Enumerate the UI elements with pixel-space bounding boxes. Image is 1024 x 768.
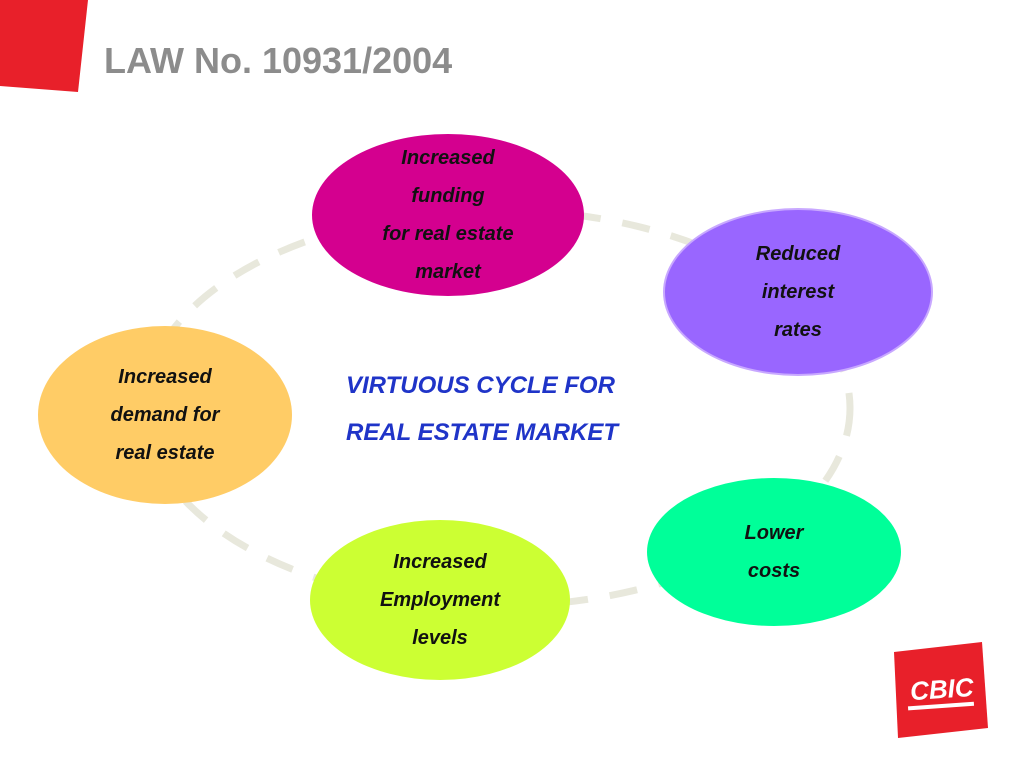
- node-increased-funding-label: Increased funding for real estate market: [382, 147, 514, 283]
- node-increased-demand-label: Increased demand for real estate: [110, 366, 220, 464]
- corner-accent-shape: [0, 0, 88, 92]
- cycle-center-title: VIRTUOUS CYCLE FOR REAL ESTATE MARKET: [346, 372, 619, 446]
- node-increased-employment: Increased Employment levels: [310, 520, 570, 680]
- cbic-logo-text: CBIC: [909, 672, 976, 706]
- cbic-logo: CBIC: [894, 642, 988, 738]
- node-increased-funding: Increased funding for real estate market: [312, 134, 584, 296]
- node-increased-employment-label: Increased Employment levels: [379, 551, 501, 649]
- node-reduced-interest-rates-label: Reduced interest rates: [755, 243, 841, 341]
- node-reduced-interest-rates: Reduced interest rates: [663, 208, 933, 376]
- node-lower-costs: Lower costs: [647, 478, 901, 626]
- node-lower-costs-label: Lower costs: [744, 522, 804, 582]
- node-increased-demand: Increased demand for real estate: [38, 326, 292, 504]
- slide-title: LAW No. 10931/2004: [104, 40, 453, 81]
